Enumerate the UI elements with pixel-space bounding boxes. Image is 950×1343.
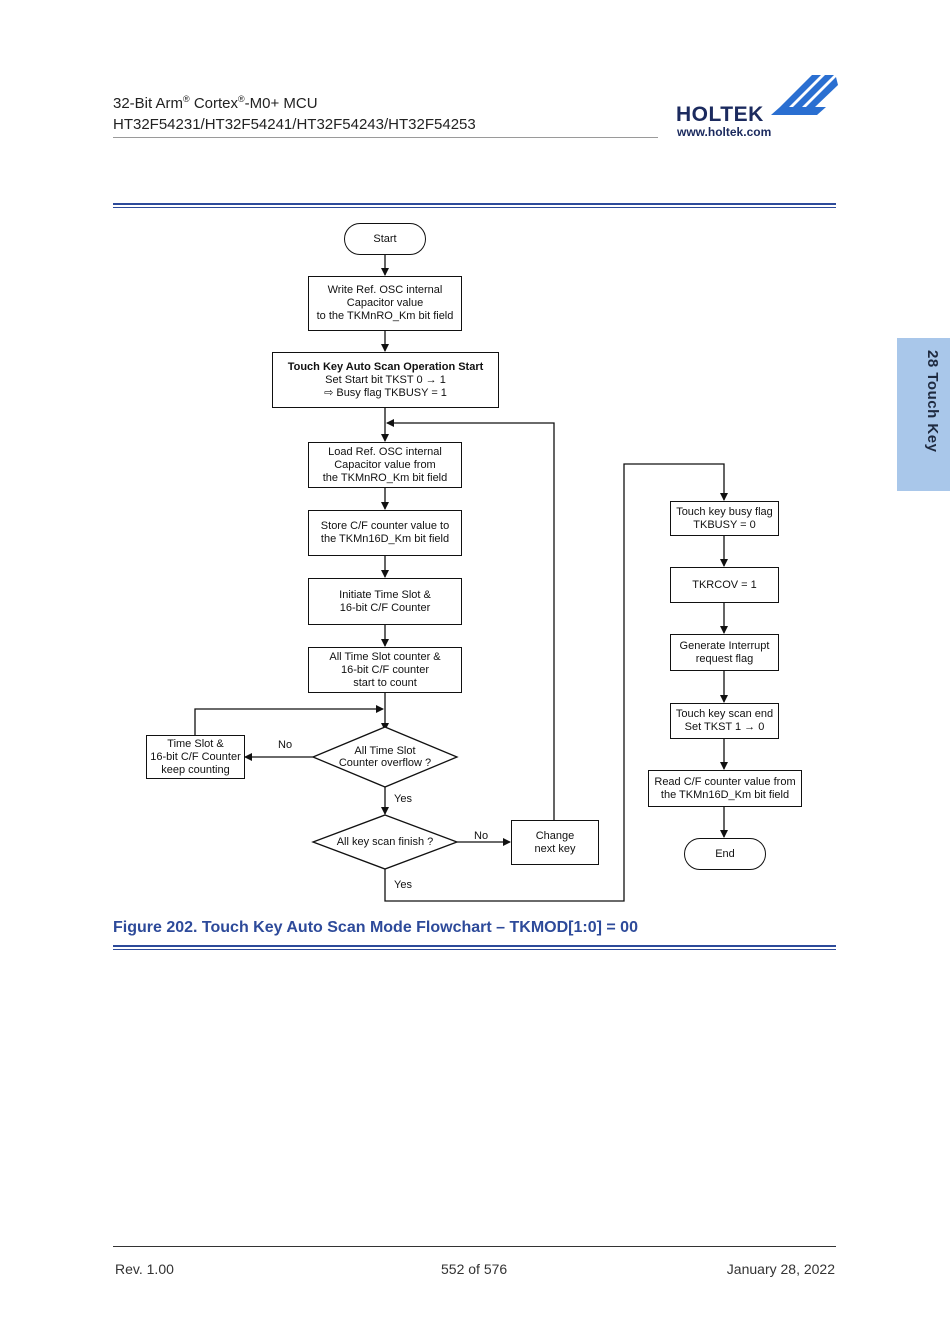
auto-scan-start-box: Touch Key Auto Scan Operation Start Set …: [272, 352, 499, 408]
start-to-count-box: All Time Slot counter & 16-bit C/F count…: [308, 647, 462, 693]
busy-flag-box: Touch key busy flag TKBUSY = 0: [670, 501, 779, 536]
auto-scan-start-title: Touch Key Auto Scan Operation Start: [287, 360, 484, 373]
tkrcov-box: TKRCOV = 1: [670, 567, 779, 603]
header-product-line: 32-Bit Arm® Cortex®-M0+ MCU: [113, 94, 318, 112]
figure-caption: Figure 202. Touch Key Auto Scan Mode Flo…: [113, 919, 638, 936]
end-terminal: End: [684, 838, 766, 870]
logo-url: www.holtek.com: [677, 125, 772, 139]
footer-date: January 28, 2022: [726, 1261, 835, 1277]
auto-scan-start-body: Set Start bit TKST 0 → 1 ⇨ Busy flag TKB…: [324, 373, 447, 399]
figure-top-rule: [113, 203, 836, 208]
generate-interrupt-box: Generate Interrupt request flag: [670, 634, 779, 671]
keep-counting-box: Time Slot & 16-bit C/F Counter keep coun…: [146, 735, 245, 779]
all-key-yes-label: Yes: [394, 879, 412, 891]
read-cf-box: Read C/F counter value from the TKMn16D_…: [648, 770, 802, 807]
figure-bottom-rule: [113, 945, 836, 950]
overflow-decision-shape: [311, 726, 459, 788]
overflow-decision-label: All Time Slot Counter overflow ?: [338, 745, 432, 769]
load-ref-osc-box: Load Ref. OSC internal Capacitor value f…: [308, 442, 462, 488]
header-rule: [113, 137, 658, 138]
footer-page-number: 552 of 576: [441, 1261, 508, 1277]
logo-brand: HOLTEK: [676, 103, 764, 126]
all-key-no-label: No: [474, 830, 489, 842]
all-key-decision-shape: [311, 814, 459, 870]
overflow-no-label: No: [278, 739, 293, 751]
overflow-yes-label: Yes: [394, 793, 412, 805]
holtek-mark-icon: [771, 75, 838, 115]
initiate-time-slot-box: Initiate Time Slot & 16-bit C/F Counter: [308, 578, 462, 625]
start-terminal: Start: [344, 223, 426, 255]
all-key-decision-label: All key scan finish ?: [336, 836, 434, 848]
header-part-numbers: HT32F54231/HT32F54241/HT32F54243/HT32F54…: [113, 116, 476, 133]
footer-revision: Rev. 1.00: [115, 1261, 174, 1277]
store-cf-box: Store C/F counter value to the TKMn16D_K…: [308, 510, 462, 556]
scan-end-box: Touch key scan end Set TKST 1 → 0: [670, 703, 779, 739]
footer-rule: [113, 1246, 836, 1247]
chapter-tab: [897, 338, 950, 491]
chapter-tab-label: 28 Touch Key: [924, 350, 941, 453]
write-ref-osc-box: Write Ref. OSC internal Capacitor value …: [308, 276, 462, 331]
change-next-key-box: Change next key: [511, 820, 599, 865]
holtek-logo: HOLTEK www.holtek.com: [676, 73, 841, 139]
